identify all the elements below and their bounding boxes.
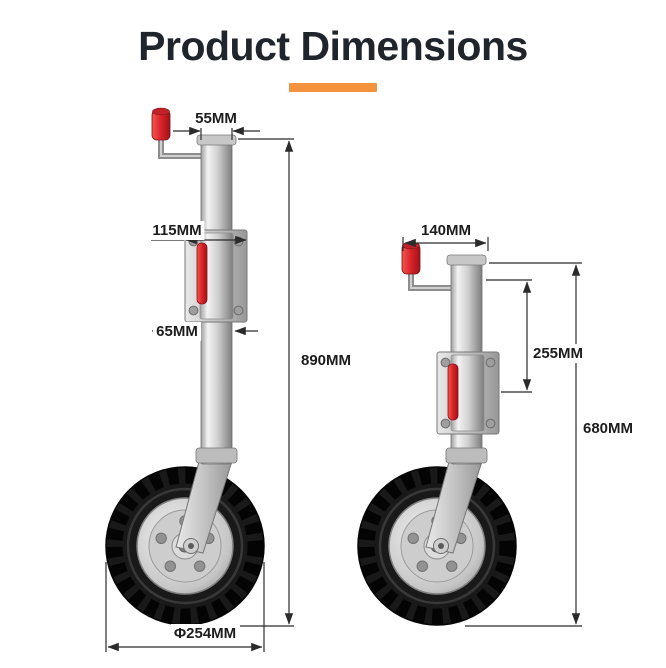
dim-label-travel-height-retracted: 255MM xyxy=(530,344,587,363)
dim-label-top-width-extended: 55MM xyxy=(192,109,240,128)
dim-label-wheel-diameter: Φ254MM xyxy=(170,624,240,643)
dim-label-overall-height-retracted: 680MM xyxy=(580,419,637,438)
swivel-fork xyxy=(175,457,234,554)
dim-label-overall-height-extended: 890MM xyxy=(298,351,355,370)
extended-jack-illustration xyxy=(106,107,264,625)
mounting-bracket xyxy=(184,229,248,323)
page-title: Product Dimensions xyxy=(138,23,528,69)
retracted-jack-illustration xyxy=(358,241,516,625)
crank-handle xyxy=(151,107,204,159)
clamp-lever xyxy=(447,363,459,421)
clamp-lever xyxy=(196,242,208,305)
dim-label-bracket-width-extended: 115MM xyxy=(149,221,205,240)
title-accent-bar xyxy=(289,83,377,92)
dim-label-clamp-width-extended: 65MM xyxy=(153,322,201,341)
crank-handle xyxy=(401,241,454,291)
diagram-header: Product Dimensions xyxy=(0,0,666,92)
mounting-bracket xyxy=(436,351,500,435)
dim-label-top-width-retracted: 140MM xyxy=(417,221,475,240)
